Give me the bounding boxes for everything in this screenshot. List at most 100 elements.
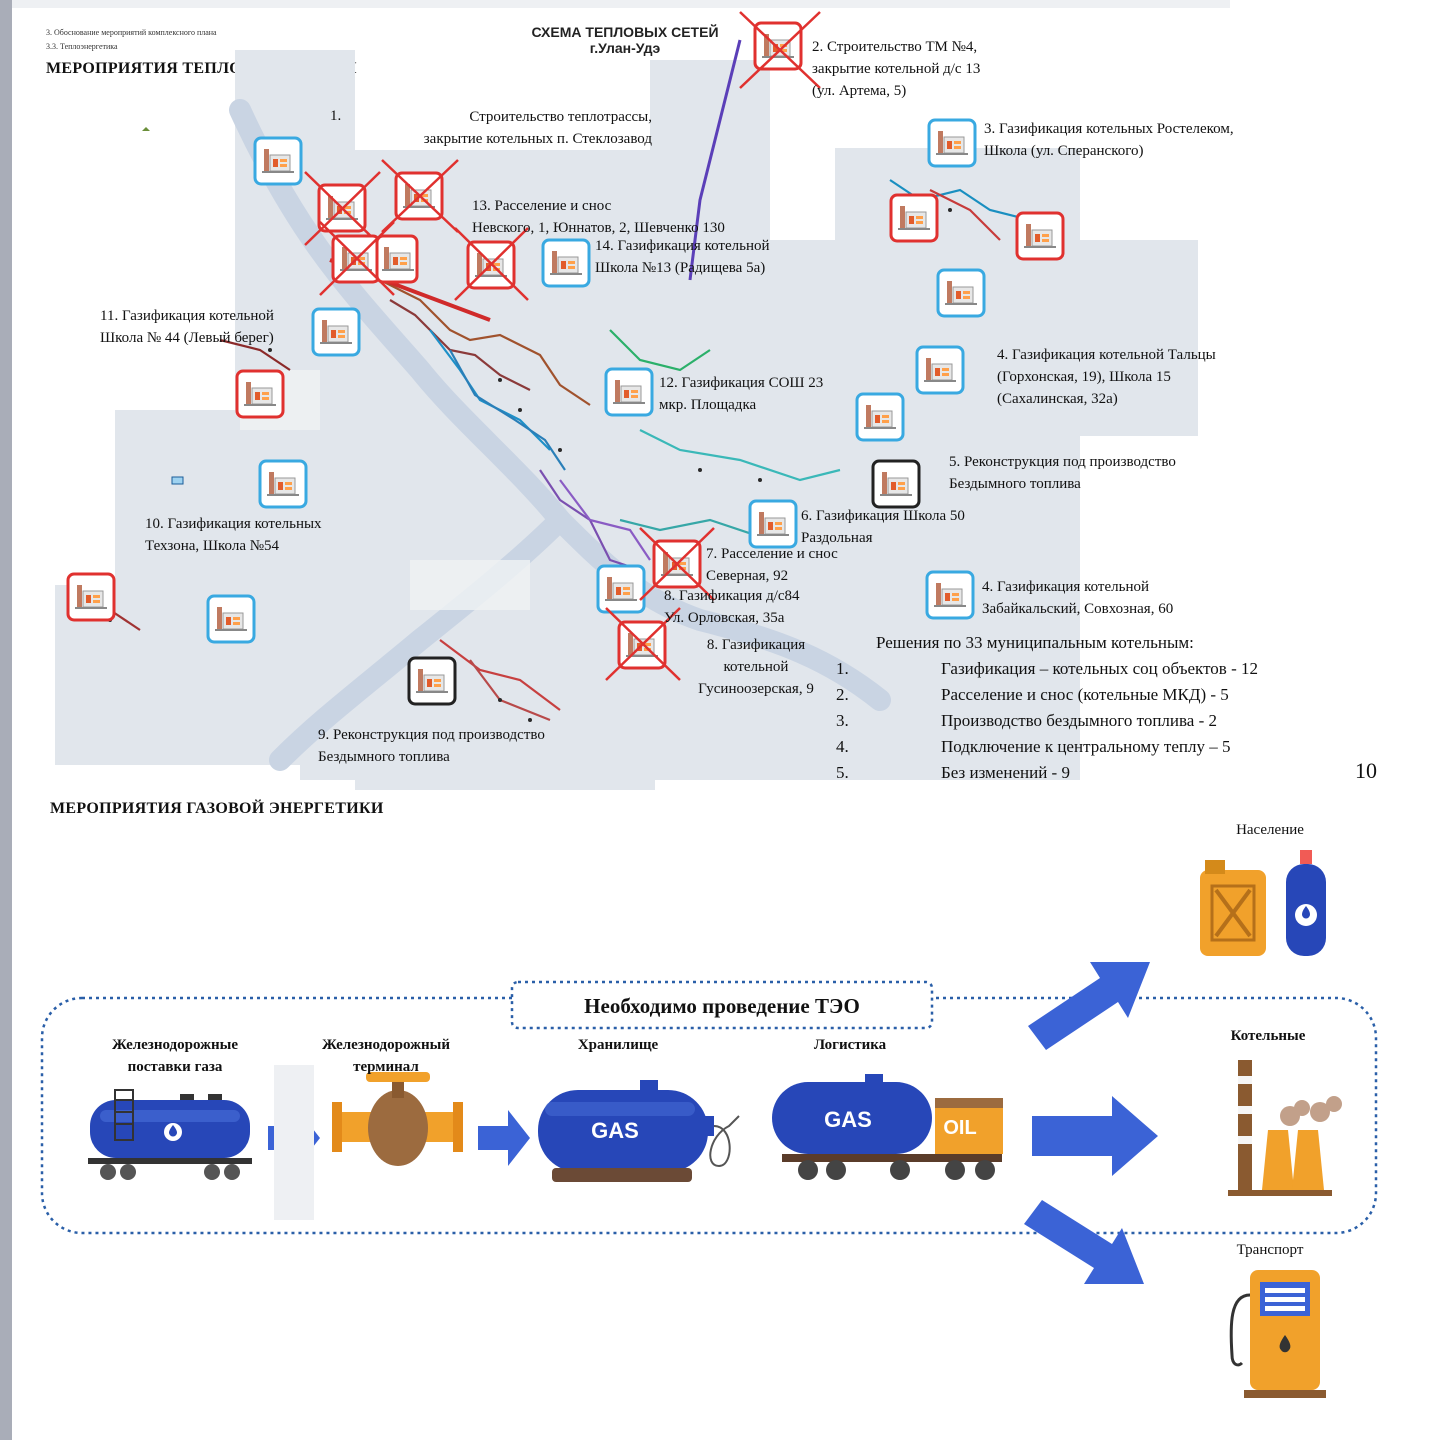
- annotation-line: Школа № 44 (Левый берег): [100, 330, 274, 346]
- annotation-line: Строительство теплотрассы,: [469, 109, 652, 125]
- annotation-line: 14. Газификация котельной: [595, 238, 770, 254]
- solutions-item: 3.Производство бездымного топлива - 2: [836, 708, 1258, 734]
- boiler-closed-icon: [381, 159, 459, 233]
- annotation-line: Гусиноозерская, 9: [698, 681, 814, 697]
- boiler-gas-icon: [311, 307, 361, 357]
- gas-flow-diagram: GAS GAS OIL: [40, 850, 1378, 1398]
- solutions-item-text: Газификация – котельных соц объектов - 1…: [941, 659, 1258, 678]
- annotation-5: 5. Реконструкция под производство Бездым…: [949, 451, 1176, 495]
- dotted-frame: [40, 996, 1378, 1235]
- closed-boiler-markers: [66, 11, 1065, 681]
- annotation-8b: 8. Газификация котельной Гусиноозерская,…: [686, 634, 826, 700]
- boiler-plant-icon: [1228, 1060, 1342, 1196]
- fuel-canister-icon: [1200, 860, 1266, 956]
- gas-boiler-markers: [206, 118, 986, 644]
- boiler-gas-icon: [915, 345, 965, 395]
- truck-gas-label: GAS: [824, 1107, 872, 1132]
- annotation-11: 11. Газификация котельной Школа № 44 (Ле…: [100, 305, 274, 349]
- map-title-line-1: СХЕМА ТЕПЛОВЫХ СЕТЕЙ: [531, 24, 719, 40]
- map-title-line-2: г.Улан-Удэ: [589, 40, 661, 56]
- step-rail-delivery-label: Железнодорожные поставки газа: [95, 1034, 255, 1078]
- boiler-closed-icon: [235, 369, 285, 419]
- gas-storage-tank-icon: GAS: [538, 1080, 740, 1182]
- boiler-gas-icon: [258, 459, 308, 509]
- rail-tank-car-icon: [88, 1089, 252, 1180]
- heat-network-map: [55, 11, 1198, 790]
- boiler-gas-icon: [206, 594, 256, 644]
- annotation-line: котельной: [723, 659, 789, 675]
- consumer-transport-label: Транспорт: [1236, 1242, 1304, 1258]
- arrow-down-right-icon: [1024, 1200, 1144, 1284]
- top-strip: [12, 0, 1230, 8]
- annotation-line: Школа (ул. Сперанского): [984, 143, 1144, 159]
- boiler-gas-icon: [927, 118, 977, 168]
- annotation-12: 12. Газификация СОШ 23 мкр. Площадка: [659, 372, 823, 416]
- solutions-item: 1. Газификация – котельных соц объектов -…: [836, 656, 1258, 682]
- breadcrumb-line-2: 3.3. Теплоэнергетика: [46, 42, 118, 51]
- annotation-line: 13. Расселение и снос: [472, 198, 612, 214]
- boiler-fuel-icon: [871, 459, 921, 509]
- boiler-gas-icon: [253, 136, 303, 186]
- annotation-line: Бездымного топлива: [949, 476, 1081, 492]
- annotation-10: 10. Газификация котельных Техзона, Школа…: [145, 513, 322, 557]
- map-small-marker: [142, 127, 150, 131]
- boiler-closed-icon: [66, 572, 116, 622]
- gas-section-title: МЕРОПРИЯТИЯ ГАЗОВОЙ ЭНЕРГЕТИКИ: [50, 800, 384, 817]
- arrow-up-right-icon: [1028, 962, 1150, 1050]
- annotation-line: 3. Газификация котельных Ростелеком,: [984, 121, 1234, 137]
- annotation-line: 9. Реконструкция под производство: [318, 727, 545, 743]
- annotation-line: закрытие котельной д/с 13: [812, 61, 981, 77]
- annotation-line: Техзона, Школа №54: [145, 538, 280, 554]
- boiler-gas-icon: [748, 499, 798, 549]
- step-label-line: терминал: [353, 1059, 419, 1075]
- annotation-6: 6. Газификация Школа 50 Раздольная: [801, 505, 965, 549]
- boiler-gas-icon: [925, 570, 975, 620]
- annotation-line: Бездымного топлива: [318, 749, 450, 765]
- annotation-7: 7. Расселение и снос Северная, 92: [706, 543, 838, 587]
- annotation-9: 9. Реконструкция под производство Бездым…: [318, 724, 545, 768]
- annotation-line: Раздольная: [801, 530, 873, 546]
- step-logistics-label: Логистика: [770, 1034, 930, 1056]
- boiler-gas-icon: [596, 564, 646, 614]
- annotation-1: Строительство теплотрассы, закрытие коте…: [370, 106, 652, 150]
- step-storage-label: Хранилище: [538, 1034, 698, 1056]
- arrow-right-icon: [1032, 1096, 1158, 1176]
- left-edge-bar: [0, 0, 12, 1440]
- truck-oil-label: OIL: [943, 1117, 976, 1139]
- solutions-item-text: Подключение к центральному теплу – 5: [941, 737, 1231, 756]
- annotation-line: Северная, 92: [706, 568, 789, 584]
- annotation-line: 6. Газификация Школа 50: [801, 508, 965, 524]
- map-small-marker: [171, 476, 184, 485]
- solutions-item-number: 5.: [836, 763, 849, 782]
- boiler-closed-icon: [1015, 211, 1065, 261]
- annotation-line: (Сахалинская, 32а): [997, 391, 1118, 407]
- boiler-gas-icon: [604, 367, 654, 417]
- solutions-item-number: 1.: [836, 659, 849, 678]
- page-number: 10: [1355, 758, 1377, 783]
- step-label-line: Железнодорожные: [112, 1037, 238, 1053]
- step-label-line: поставки газа: [127, 1059, 223, 1075]
- annotation-line: 7. Расселение и снос: [706, 546, 838, 562]
- annotation-line: 8. Газификация д/с84: [664, 588, 800, 604]
- teo-label: Необходимо проведение ТЭО: [584, 994, 860, 1018]
- annotation-line: закрытие котельных п. Стеклозавод: [423, 131, 652, 147]
- annotation-line: 2. Строительство ТМ №4,: [812, 39, 978, 55]
- annotation-line: мкр. Площадка: [659, 397, 757, 413]
- boiler-gas-icon: [541, 238, 591, 288]
- pipe-valve-icon: [332, 1072, 463, 1166]
- annotation-line: Забайкальский, Совхозная, 60: [982, 601, 1174, 617]
- solutions-item: 2.Расселение и снос (котельные МКД) - 5: [836, 682, 1258, 708]
- annotation-line: 4. Газификация котельной: [982, 579, 1149, 595]
- step-label-line: Логистика: [813, 1037, 887, 1053]
- boiler-fuel-icon: [407, 656, 457, 706]
- annotation-2: 2. Строительство ТМ №4, закрытие котельн…: [812, 36, 980, 102]
- breadcrumb-line-1: 3. Обоснование мероприятий комплексного …: [46, 28, 217, 37]
- solutions-item-number: 3.: [836, 711, 849, 730]
- annotation-line: 12. Газификация СОШ 23: [659, 375, 824, 391]
- solutions-item: 5. Без изменений - 9: [836, 760, 1258, 786]
- annotation-13: 13. Расселение и снос Невского, 1, Юннат…: [472, 195, 725, 239]
- solutions-legend: Решения по 33 муниципальным котельным: 1…: [836, 630, 1258, 786]
- boiler-closed-icon: [375, 234, 419, 284]
- annotation-14: 14. Газификация котельной Школа №13 (Рад…: [595, 235, 770, 279]
- solutions-item-text: Без изменений - 9: [941, 763, 1070, 782]
